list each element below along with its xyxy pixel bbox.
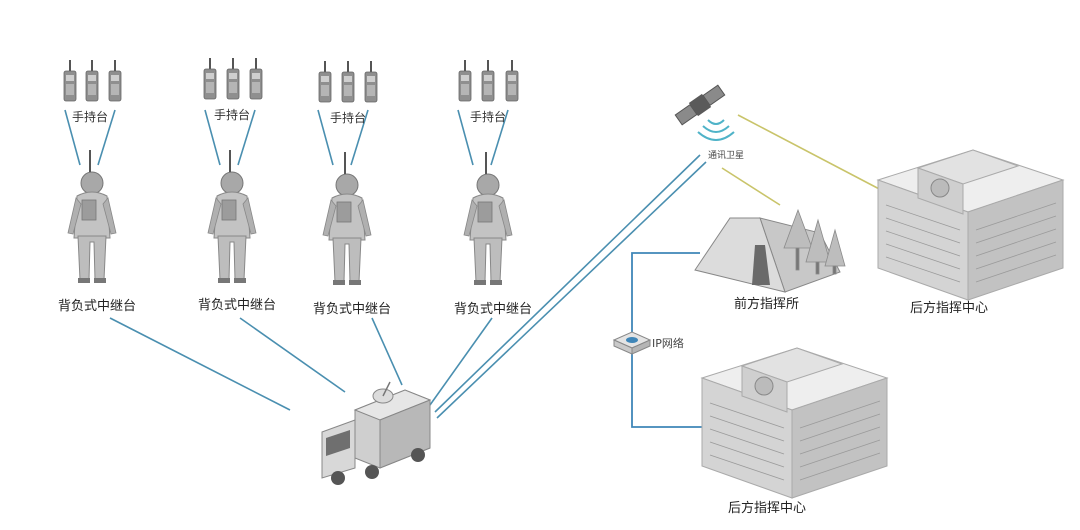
backpack-relay-operator-2 xyxy=(207,149,257,284)
handheld-radio-group-3 xyxy=(318,60,378,103)
rear-command-center-top-icon xyxy=(877,149,1064,301)
backpack-relay-operator-1 xyxy=(67,149,117,284)
ip-router-icon xyxy=(612,331,652,355)
backpack-relay-operator-4 xyxy=(463,151,513,286)
command-vehicle-icon xyxy=(321,381,432,485)
radio-links xyxy=(64,109,707,419)
handheld-label-4: 手持台 xyxy=(470,110,507,124)
handheld-radio-group-2 xyxy=(203,57,263,100)
backpack-relay-operator-3 xyxy=(322,151,372,286)
handheld-label-1: 手持台 xyxy=(72,110,109,124)
backpack-relay-label-1: 背负式中继台 xyxy=(58,299,137,314)
forward-command-label: 前方指挥所 xyxy=(734,297,800,312)
handheld-radio-group-1 xyxy=(63,59,122,102)
satellite-icon xyxy=(674,84,726,126)
backpack-relay-label-3: 背负式中继台 xyxy=(313,302,392,317)
rear-command-center-bottom-icon xyxy=(701,347,888,499)
satellite-signal-icon xyxy=(697,119,735,141)
handheld-label-2: 手持台 xyxy=(214,108,251,122)
handheld-radio-group-4 xyxy=(458,59,519,102)
backpack-relay-label-4: 背负式中继台 xyxy=(454,302,533,317)
satellite-links xyxy=(721,114,886,206)
rear-command-top-label: 后方指挥中心 xyxy=(910,301,989,316)
satellite-label: 通讯卫星 xyxy=(708,151,745,161)
ip-network-label: IP网络 xyxy=(652,337,684,350)
handheld-label-3: 手持台 xyxy=(330,111,367,125)
tree-icon xyxy=(783,208,846,275)
backpack-relay-label-2: 背负式中继台 xyxy=(198,298,277,313)
rear-command-bottom-label: 后方指挥中心 xyxy=(728,501,807,516)
